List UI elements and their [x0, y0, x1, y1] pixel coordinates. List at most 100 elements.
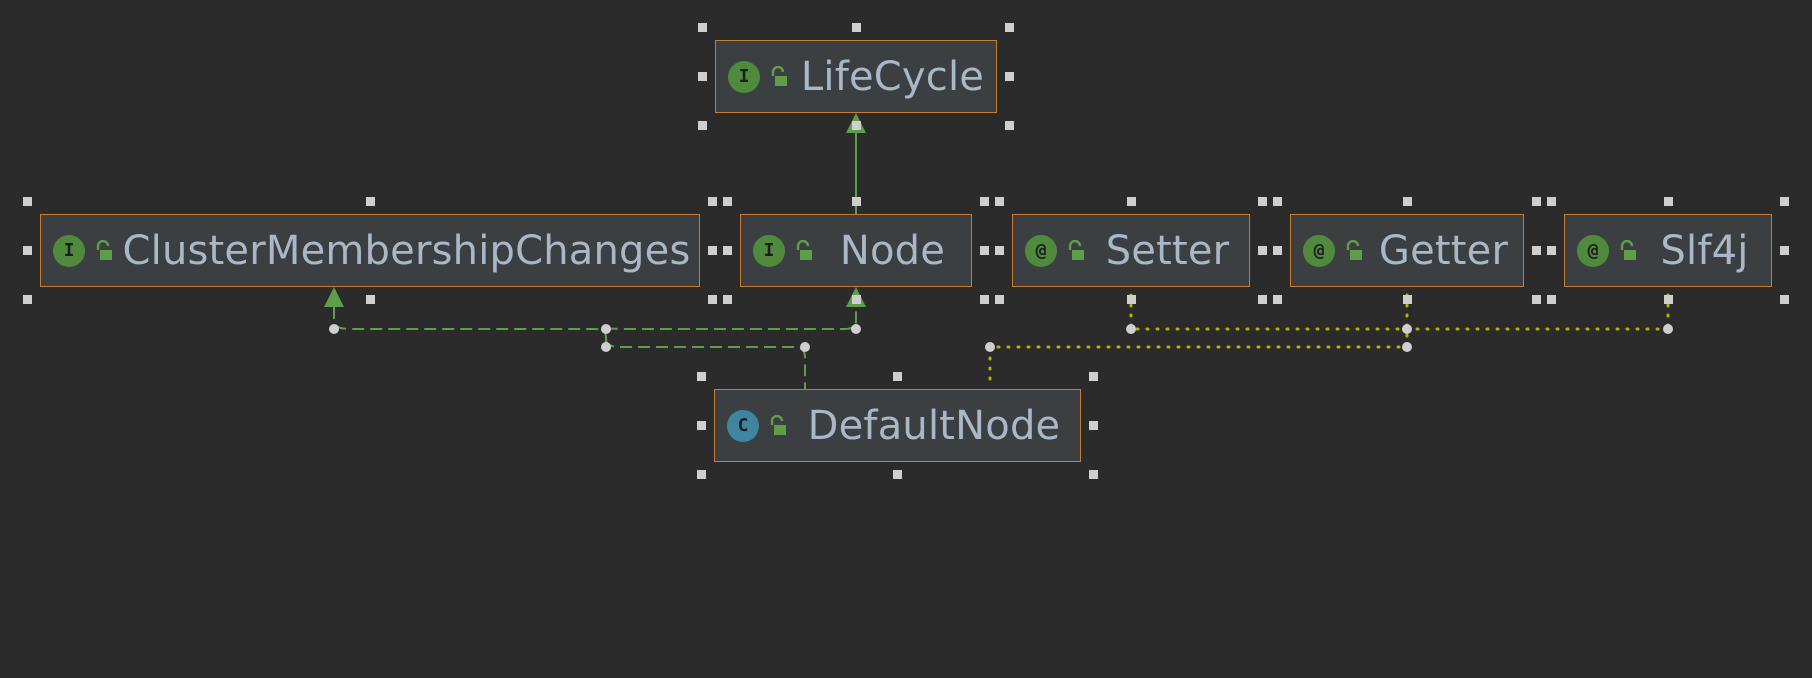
edge-bend-point — [1402, 324, 1412, 334]
resize-handle[interactable] — [1258, 246, 1267, 255]
edge-defaultnode-implements-clustermembershipchanges — [333, 307, 607, 347]
edge-bend-point — [601, 324, 611, 334]
resize-handle[interactable] — [1547, 197, 1556, 206]
edge-bend-point — [985, 342, 995, 352]
resize-handle[interactable] — [851, 295, 861, 304]
resize-handle[interactable] — [995, 246, 1004, 255]
resize-handle[interactable] — [1780, 295, 1789, 304]
resize-handle[interactable] — [851, 121, 861, 130]
resize-handle[interactable] — [1532, 197, 1541, 206]
edge-defaultnode-annotated-by — [988, 345, 1409, 381]
resize-handle[interactable] — [1258, 295, 1267, 304]
resize-handle[interactable] — [723, 246, 732, 255]
interface-icon: I — [53, 234, 85, 267]
resize-handle[interactable] — [23, 246, 32, 255]
resize-handle[interactable] — [1402, 197, 1412, 206]
node-node[interactable]: I Node — [740, 214, 972, 287]
resize-handle[interactable] — [23, 295, 32, 304]
node-slf4j[interactable]: @ Slf4j — [1564, 214, 1772, 287]
annotation-icon: @ — [1577, 234, 1609, 267]
resize-handle[interactable] — [365, 295, 375, 304]
edge-defaultnode-implements-node — [605, 307, 857, 330]
edge-bend-point — [1402, 342, 1412, 352]
node-setter[interactable]: @ Setter — [1012, 214, 1250, 287]
resize-handle[interactable] — [1126, 295, 1136, 304]
resize-handle[interactable] — [708, 295, 717, 304]
resize-handle[interactable] — [1547, 246, 1556, 255]
unlocked-icon — [1068, 239, 1084, 260]
resize-handle[interactable] — [697, 470, 706, 479]
resize-handle[interactable] — [698, 121, 707, 130]
resize-handle[interactable] — [723, 197, 732, 206]
node-label: ClusterMembershipChanges — [122, 227, 691, 274]
annotation-icon: @ — [1025, 234, 1057, 267]
resize-handle[interactable] — [851, 23, 861, 32]
resize-handle[interactable] — [1780, 197, 1789, 206]
resize-handle[interactable] — [1005, 121, 1014, 130]
resize-handle[interactable] — [1273, 295, 1282, 304]
resize-handle[interactable] — [1005, 23, 1014, 32]
resize-handle[interactable] — [698, 23, 707, 32]
inheritance-arrowhead — [324, 287, 344, 307]
unlocked-icon — [1346, 239, 1362, 260]
edge-bend-point — [1663, 324, 1673, 334]
unlocked-icon — [771, 65, 787, 86]
resize-handle[interactable] — [1273, 246, 1282, 255]
resize-handle[interactable] — [893, 372, 902, 381]
resize-handle[interactable] — [697, 372, 706, 381]
edge-defaultnode-implements-trunk — [605, 338, 806, 389]
resize-handle[interactable] — [1532, 295, 1541, 304]
unlocked-icon — [1620, 239, 1636, 260]
resize-handle[interactable] — [980, 246, 989, 255]
node-clustermembershipchanges[interactable]: I ClusterMembershipChanges — [40, 214, 700, 287]
resize-handle[interactable] — [851, 197, 861, 206]
node-label: Setter — [1105, 227, 1230, 274]
node-label: Node — [839, 227, 946, 274]
resize-handle[interactable] — [1780, 246, 1789, 255]
edge-bend-point — [851, 324, 861, 334]
resize-handle[interactable] — [1532, 246, 1541, 255]
resize-handle[interactable] — [995, 197, 1004, 206]
resize-handle[interactable] — [980, 295, 989, 304]
unlocked-icon — [96, 239, 112, 260]
interface-icon: I — [728, 60, 760, 93]
resize-handle[interactable] — [1089, 421, 1098, 430]
resize-handle[interactable] — [1126, 197, 1136, 206]
edge-bend-point — [601, 342, 611, 352]
resize-handle[interactable] — [1005, 72, 1014, 81]
node-lifecycle[interactable]: I LifeCycle — [715, 40, 997, 113]
resize-handle[interactable] — [708, 246, 717, 255]
resize-handle[interactable] — [697, 421, 706, 430]
node-label: LifeCycle — [800, 53, 985, 100]
resize-handle[interactable] — [980, 197, 989, 206]
resize-handle[interactable] — [1089, 470, 1098, 479]
edge-bend-point — [800, 342, 810, 352]
node-getter[interactable]: @ Getter — [1290, 214, 1524, 287]
annotation-icon: @ — [1303, 234, 1335, 267]
unlocked-icon — [796, 239, 812, 260]
unlocked-icon — [770, 414, 786, 435]
resize-handle[interactable] — [708, 197, 717, 206]
interface-icon: I — [753, 234, 785, 267]
resize-handle[interactable] — [723, 295, 732, 304]
node-label: Slf4j — [1660, 227, 1749, 274]
resize-handle[interactable] — [1402, 295, 1412, 304]
resize-handle[interactable] — [995, 295, 1004, 304]
node-label: Getter — [1378, 227, 1509, 274]
resize-handle[interactable] — [23, 197, 32, 206]
node-label: DefaultNode — [807, 402, 1061, 449]
resize-handle[interactable] — [365, 197, 375, 206]
resize-handle[interactable] — [893, 470, 902, 479]
resize-handle[interactable] — [1663, 295, 1673, 304]
node-defaultnode[interactable]: C DefaultNode — [714, 389, 1081, 462]
class-icon: C — [727, 409, 759, 442]
resize-handle[interactable] — [698, 72, 707, 81]
resize-handle[interactable] — [1273, 197, 1282, 206]
resize-handle[interactable] — [1258, 197, 1267, 206]
edge-bend-point — [1126, 324, 1136, 334]
resize-handle[interactable] — [1547, 295, 1556, 304]
resize-handle[interactable] — [1089, 372, 1098, 381]
edge-annotation-setter — [1129, 293, 1670, 331]
resize-handle[interactable] — [1663, 197, 1673, 206]
